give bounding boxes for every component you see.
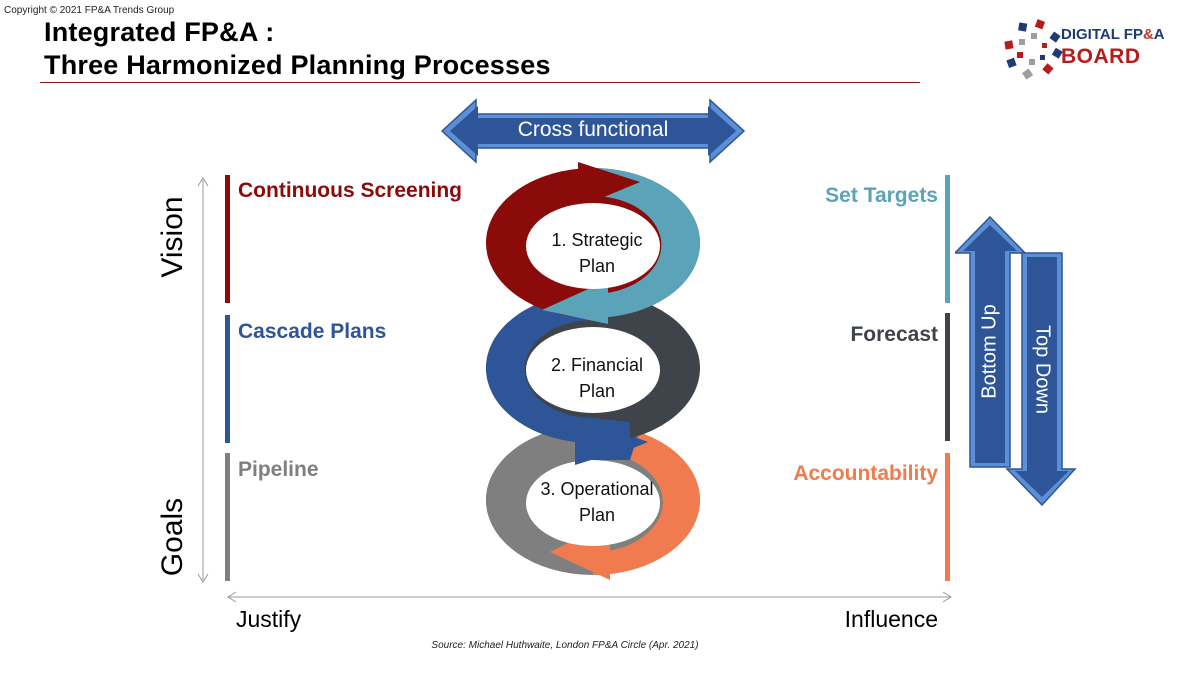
bar-set-targets	[945, 175, 950, 303]
label-bottom-up: Bottom Up	[978, 304, 1001, 399]
planning-cycles-diagram: 1. Strategic Plan 2. Financial Plan 3. O…	[486, 162, 700, 580]
bar-pipeline	[225, 453, 230, 581]
bar-accountability	[945, 453, 950, 581]
strategic-plan-line1: 1. Strategic	[551, 230, 642, 250]
label-continuous-screening: Continuous Screening	[238, 179, 463, 202]
title-underline	[40, 82, 920, 83]
label-top-down: Top Down	[1031, 325, 1054, 414]
cross-functional-label: Cross functional	[517, 118, 669, 141]
board-logo-mark-icon	[1004, 19, 1063, 80]
logo-text-digital-fpa: DIGITAL FP&A	[1061, 26, 1165, 43]
copyright-notice: Copyright © 2021 FP&A Trends Group	[4, 5, 175, 16]
source-citation: Source: Michael Huthwaite, London FP&A C…	[431, 640, 699, 651]
axis-label-influence: Influence	[844, 606, 938, 632]
financial-plan-line1: 2. Financial	[551, 355, 643, 375]
axis-label-vision: Vision	[156, 196, 189, 278]
financial-plan-line2: Plan	[579, 381, 615, 401]
axis-label-goals: Goals	[156, 497, 189, 577]
axis-label-justify: Justify	[236, 606, 302, 632]
page-title-line-1: Integrated FP&A :	[44, 17, 275, 47]
operational-plan-line2: Plan	[579, 505, 615, 525]
financial-cycle-ring	[486, 293, 700, 443]
page-title-line-2: Three Harmonized Planning Processes	[44, 50, 551, 80]
strategic-cycle-ring	[486, 162, 700, 324]
label-cascade-plans: Cascade Plans	[238, 320, 387, 343]
logo-text-board: BOARD	[1061, 45, 1141, 68]
bar-continuous-screening	[225, 175, 230, 303]
label-pipeline: Pipeline	[238, 458, 319, 481]
bottom-up-top-down-arrows	[955, 215, 1077, 507]
label-set-targets: Set Targets	[825, 184, 938, 207]
cross-functional-arrow	[440, 98, 746, 164]
operational-plan-line1: 3. Operational	[540, 479, 653, 499]
label-accountability: Accountability	[793, 462, 938, 485]
label-forecast: Forecast	[850, 323, 938, 346]
vertical-axis-arrow	[197, 177, 209, 583]
strategic-plan-line2: Plan	[579, 256, 615, 276]
bar-cascade-plans	[225, 315, 230, 443]
bar-forecast	[945, 313, 950, 441]
horizontal-axis-arrow	[227, 591, 952, 603]
